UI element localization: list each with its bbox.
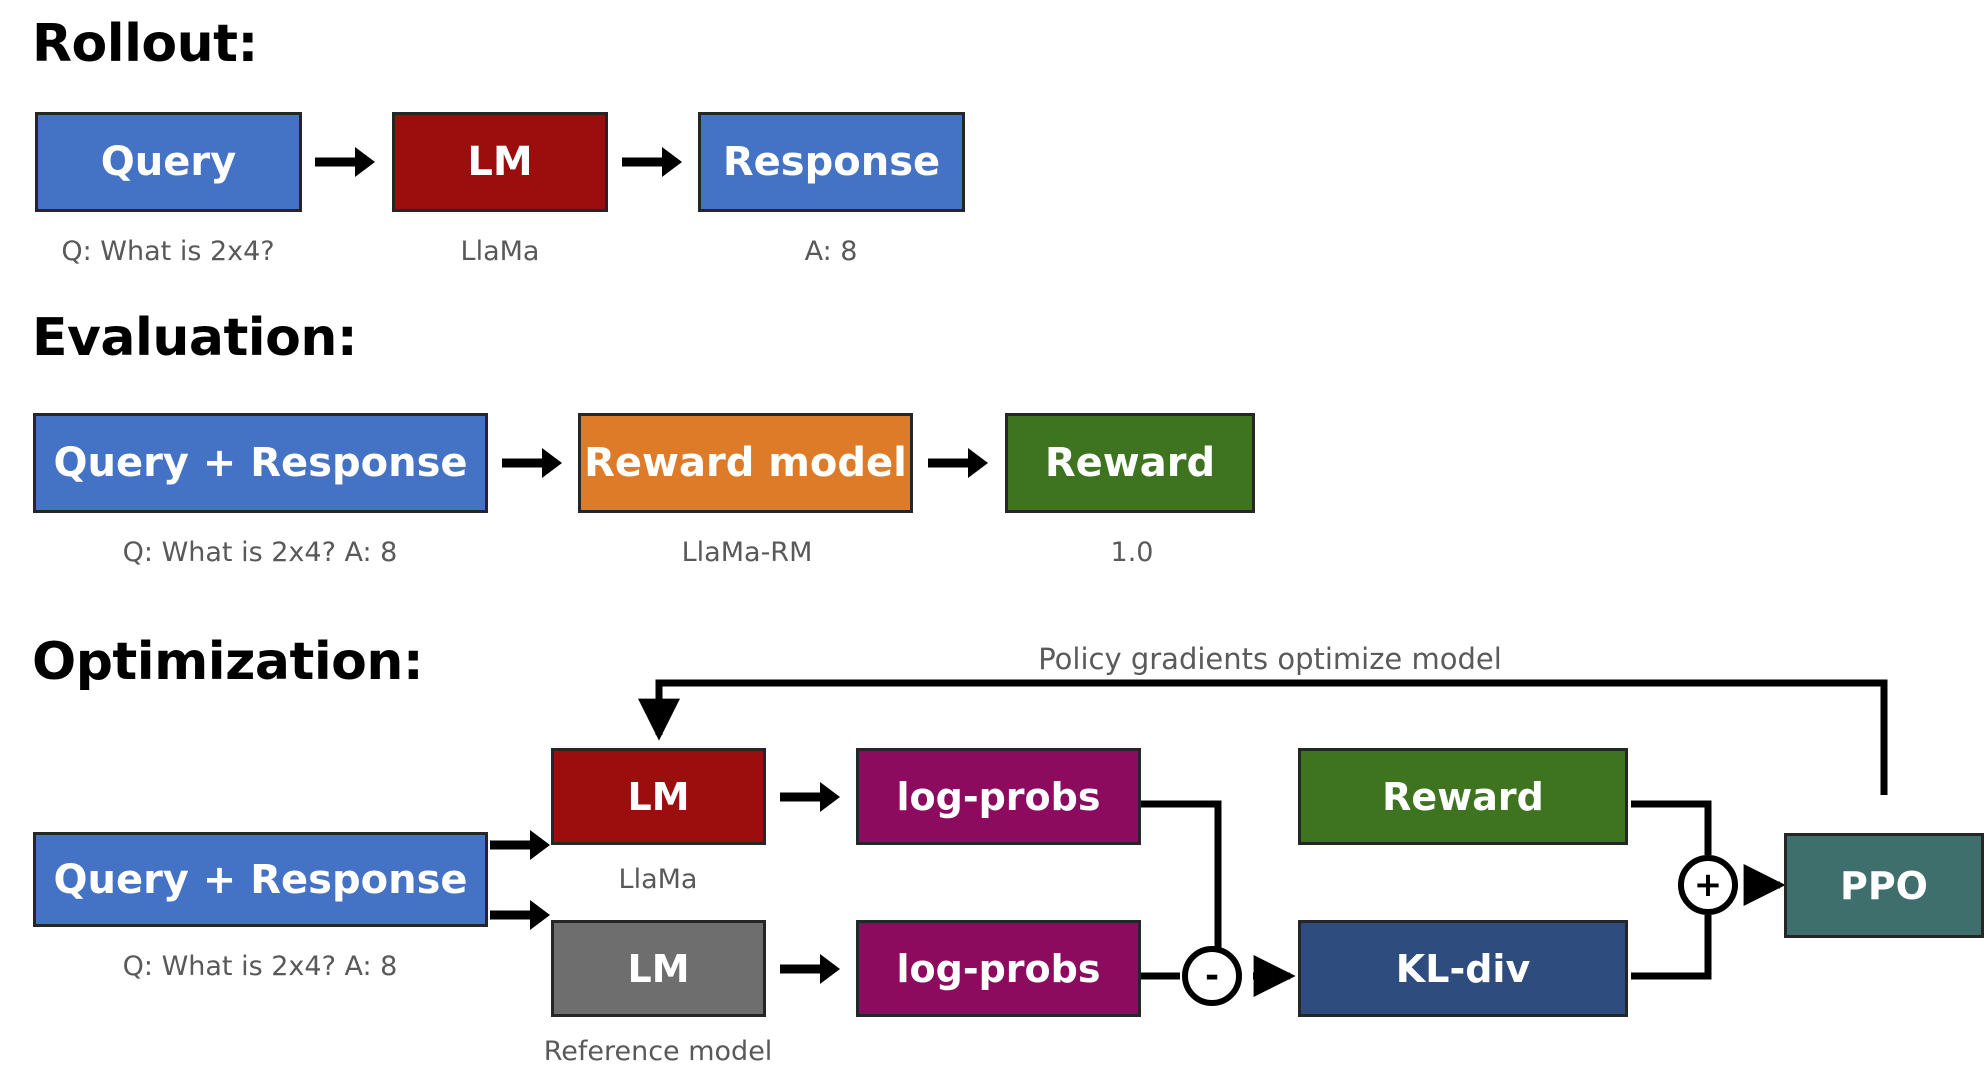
evaluation-box-reward-model: Reward model <box>578 413 913 513</box>
optimization-box-logprobs-reference-label: log-probs <box>896 946 1101 991</box>
rollout-box-response-label: Response <box>722 139 941 185</box>
operator-minus-circle: - <box>1182 946 1242 1006</box>
evaluation-box-reward-model-label: Reward model <box>584 440 907 486</box>
section-title-optimization: Optimization: <box>32 632 424 692</box>
optimization-box-kl-div: KL-div <box>1298 920 1628 1017</box>
optimization-box-policy-lm-label: LM <box>627 774 690 819</box>
operator-minus-symbol: - <box>1204 956 1220 996</box>
optimization-box-policy-lm: LM <box>551 748 766 845</box>
rollout-caption-query: Q: What is 2x4? <box>61 236 275 267</box>
rollout-caption-response: A: 8 <box>804 236 858 267</box>
evaluation-box-query-response: Query + Response <box>33 413 488 513</box>
operator-plus-circle: + <box>1678 855 1738 915</box>
optimization-caption-query-response: Q: What is 2x4? A: 8 <box>122 951 398 982</box>
optimization-box-ppo: PPO <box>1784 833 1984 938</box>
evaluation-caption-reward-model: LlaMa-RM <box>681 537 813 568</box>
rollout-box-lm-label: LM <box>467 139 533 185</box>
optimization-box-query-response-label: Query + Response <box>53 856 468 903</box>
section-title-rollout: Rollout: <box>32 14 258 74</box>
optimization-box-kl-div-label: KL-div <box>1395 946 1531 991</box>
optimization-box-logprobs-policy-label: log-probs <box>896 774 1101 819</box>
optimization-box-reference-lm: LM <box>551 920 766 1017</box>
operator-plus-symbol: + <box>1693 865 1723 905</box>
rollout-box-response: Response <box>698 112 965 212</box>
rollout-box-lm: LM <box>392 112 608 212</box>
evaluation-box-reward-label: Reward <box>1044 440 1216 486</box>
optimization-box-reference-lm-label: LM <box>627 946 690 991</box>
optimization-box-logprobs-policy: log-probs <box>856 748 1141 845</box>
optimization-caption-policy-lm: LlaMa <box>618 864 698 895</box>
optimization-caption-reference-lm: Reference model <box>543 1036 773 1067</box>
optimization-box-reward: Reward <box>1298 748 1628 845</box>
evaluation-caption-query-response: Q: What is 2x4? A: 8 <box>122 537 398 568</box>
evaluation-caption-reward: 1.0 <box>1110 537 1154 568</box>
optimization-box-reward-label: Reward <box>1382 774 1544 819</box>
optimization-box-ppo-label: PPO <box>1839 863 1928 908</box>
optimization-box-logprobs-reference: log-probs <box>856 920 1141 1017</box>
rollout-box-query: Query <box>35 112 302 212</box>
rollout-caption-lm: LlaMa <box>460 236 540 267</box>
annotation-policy-gradients: Policy gradients optimize model <box>1038 642 1502 676</box>
evaluation-box-reward: Reward <box>1005 413 1255 513</box>
evaluation-box-query-response-label: Query + Response <box>53 440 468 486</box>
rollout-box-query-label: Query <box>100 139 237 185</box>
optimization-box-query-response: Query + Response <box>33 832 488 927</box>
section-title-evaluation: Evaluation: <box>32 308 358 368</box>
